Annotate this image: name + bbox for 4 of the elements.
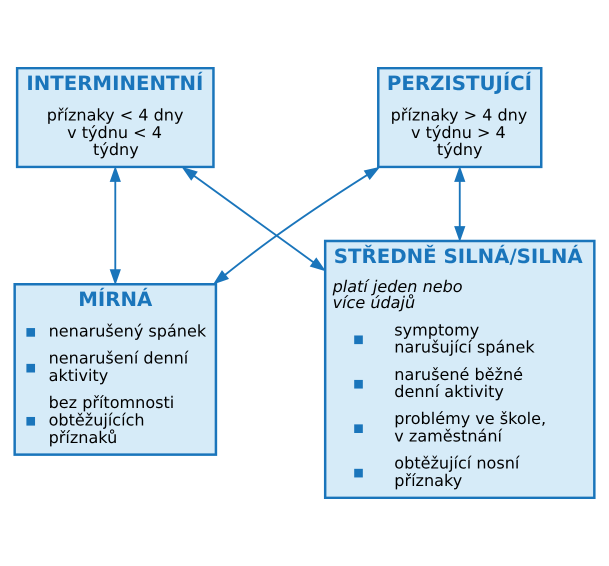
arrow xyxy=(181,166,326,272)
arrow xyxy=(212,166,380,285)
arrow xyxy=(110,166,121,286)
arrow xyxy=(454,166,466,242)
